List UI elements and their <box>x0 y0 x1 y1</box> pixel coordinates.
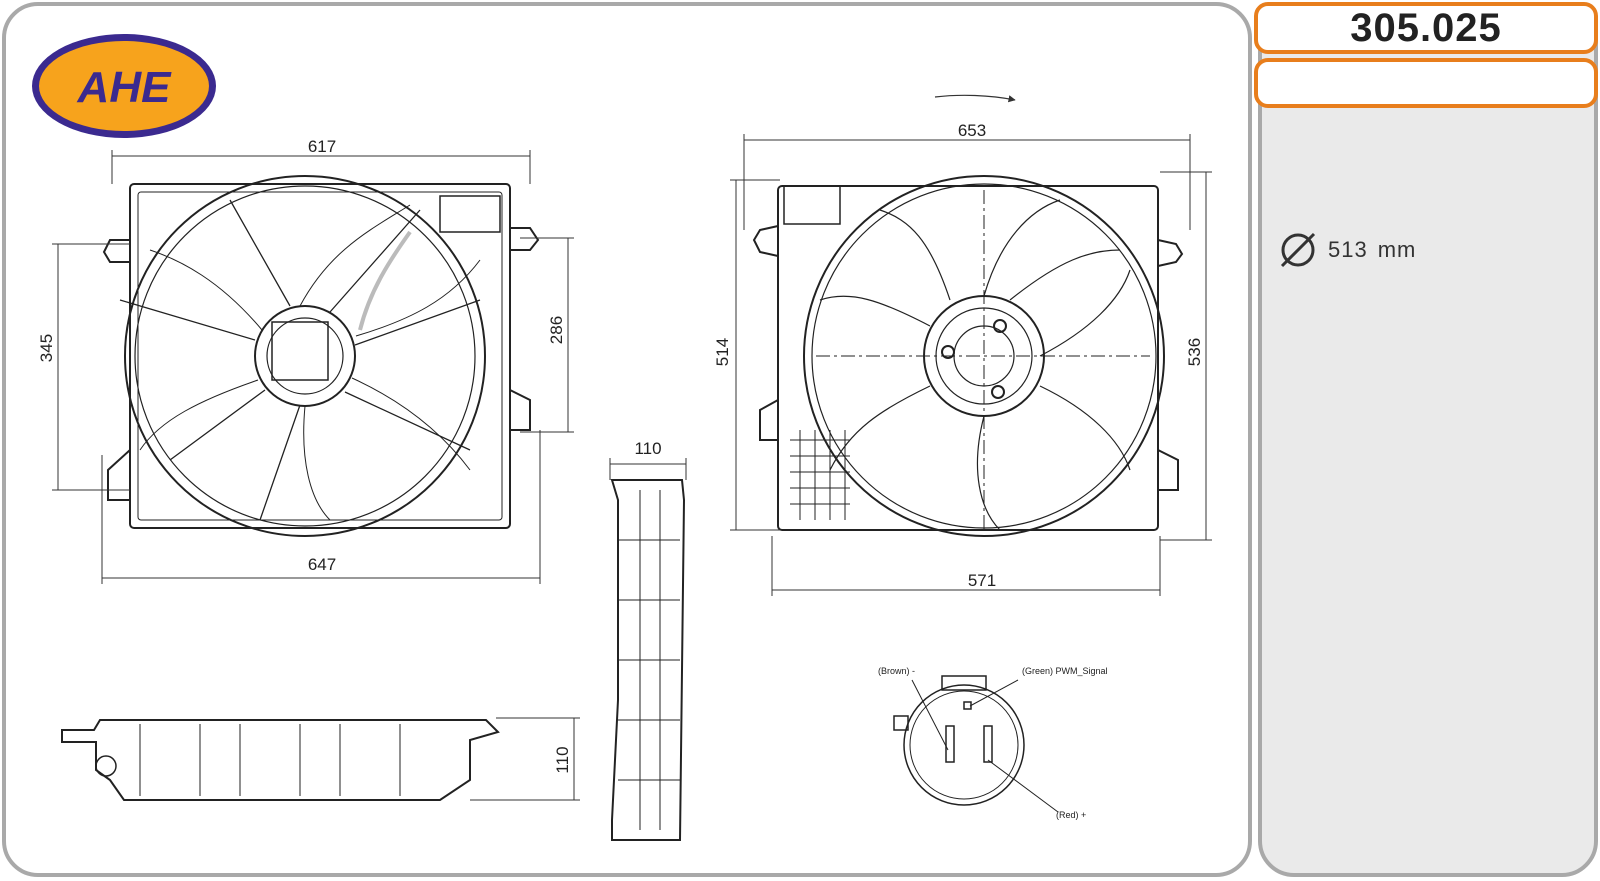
front-dimensions <box>52 150 574 584</box>
dim-rear-top: 653 <box>958 121 986 140</box>
dim-front-left: 345 <box>37 334 56 362</box>
logo-text: AHE <box>77 63 173 112</box>
connector-diagram <box>893 675 1059 813</box>
ahe-logo: AHE <box>32 34 216 138</box>
connector-brown-label: (Brown) - <box>878 666 915 676</box>
dim-rear-right: 536 <box>1185 338 1204 366</box>
rear-view <box>752 175 1184 537</box>
bottom-view <box>61 719 500 801</box>
diameter-value: 513 <box>1328 237 1368 262</box>
dim-side-depth: 110 <box>634 439 661 458</box>
spec-panel <box>1258 2 1598 877</box>
side-view <box>610 479 686 841</box>
dim-front-right: 286 <box>547 316 566 344</box>
part-subtitle-box <box>1254 58 1598 108</box>
rotation-arrow-icon <box>934 94 1016 103</box>
rear-dimensions <box>730 134 1212 596</box>
dim-front-bottom: 647 <box>308 555 336 574</box>
diameter-spec: 513 mm <box>1278 230 1416 270</box>
drawing-frame <box>2 2 1252 877</box>
dim-front-top: 617 <box>308 137 336 156</box>
front-view <box>102 175 540 537</box>
technical-drawing: AHE 617 647 345 286 <box>32 34 1212 841</box>
connector-red-label: (Red) + <box>1056 810 1086 820</box>
diameter-icon <box>1280 232 1316 268</box>
bottom-dimensions <box>470 717 580 801</box>
dim-rear-bottom: 571 <box>968 571 996 590</box>
part-number-box: 305.025 <box>1254 2 1598 54</box>
dim-bottom-depth: 110 <box>553 746 572 773</box>
connector-green-label: (Green) PWM_Signal <box>1022 666 1108 676</box>
dim-rear-left: 514 <box>713 338 732 366</box>
diameter-unit: mm <box>1377 237 1417 262</box>
part-number: 305.025 <box>1350 5 1502 50</box>
side-dimensions <box>609 458 687 480</box>
